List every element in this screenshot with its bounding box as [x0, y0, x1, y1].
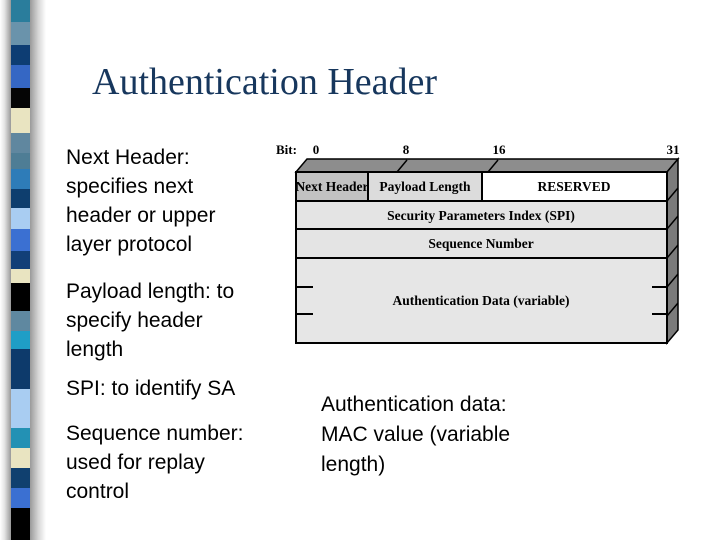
bit-tick-8: 8: [403, 142, 410, 157]
bevel-diagonal-1: [666, 187, 679, 202]
field-next-header-label: Next Header: [295, 179, 368, 194]
strip-tile: [11, 208, 30, 229]
ah-packet-format-diagram: Bit: 0 8 16 31 Next Header Payload Lengt…: [276, 142, 680, 346]
field-auth-data-cell: [295, 257, 668, 344]
field-spi-cell: [295, 200, 668, 230]
field-payload-length-label: Payload Length: [379, 179, 471, 194]
strip-tile: [11, 0, 30, 22]
strip-tile: [11, 468, 30, 488]
strip-tile: [11, 428, 30, 448]
slide-title: Authentication Header: [92, 61, 438, 103]
diagram-top-bevel: [294, 158, 680, 173]
strip-tile: [11, 133, 30, 153]
bit-ruler-label: Bit:: [276, 142, 297, 157]
bullet-sequence-number: Sequence number: used for replay control: [66, 422, 244, 503]
bevel-slash-bit16: [487, 159, 499, 173]
bullet-next-header: Next Header: specifies next header or up…: [66, 146, 216, 256]
field-reserved-label: RESERVED: [537, 179, 610, 194]
bevel-diagonal-4: [666, 273, 679, 288]
strip-tile: [11, 88, 30, 108]
strip-tile: [11, 448, 30, 468]
bit-tick-0: 0: [313, 142, 320, 157]
side-strip-tiles: [11, 0, 30, 540]
strip-tile: [11, 331, 30, 349]
bevel-diagonal-5: [666, 302, 679, 317]
strip-tile: [11, 508, 30, 540]
strip-tile: [11, 189, 30, 208]
strip-tile: [11, 269, 30, 283]
strip-tile: [11, 65, 30, 88]
strip-tile: [11, 488, 30, 508]
strip-tile: [11, 108, 30, 133]
field-spi-label: Security Parameters Index (SPI): [387, 208, 575, 223]
bevel-diagonal-2: [666, 215, 679, 230]
strip-tile: [11, 153, 30, 169]
strip-tile: [11, 283, 30, 311]
decorative-side-strip: [0, 0, 46, 540]
strip-tile: [11, 229, 30, 251]
strip-tile: [11, 251, 30, 269]
field-reserved-cell: [481, 171, 668, 202]
bullet-spi: SPI: to identify SA: [66, 377, 236, 400]
bit-tick-16: 16: [493, 142, 507, 157]
bevel-slash-bit8: [396, 159, 408, 173]
strip-tile: [11, 311, 30, 331]
strip-tile: [11, 169, 30, 189]
bullet-payload-length: Payload length: to specify header length: [66, 280, 235, 361]
bit-tick-31: 31: [667, 142, 680, 157]
strip-tile: [11, 389, 30, 428]
bevel-diagonal-3: [666, 244, 679, 259]
strip-tile: [11, 45, 30, 65]
strip-tile: [11, 22, 30, 45]
field-auth-data-label: Authentication Data (variable): [393, 293, 570, 308]
field-sequence-number-label: Sequence Number: [428, 236, 533, 251]
note-authentication-data: Authentication data: MAC value (variable…: [321, 393, 511, 476]
strip-tile: [11, 349, 30, 389]
